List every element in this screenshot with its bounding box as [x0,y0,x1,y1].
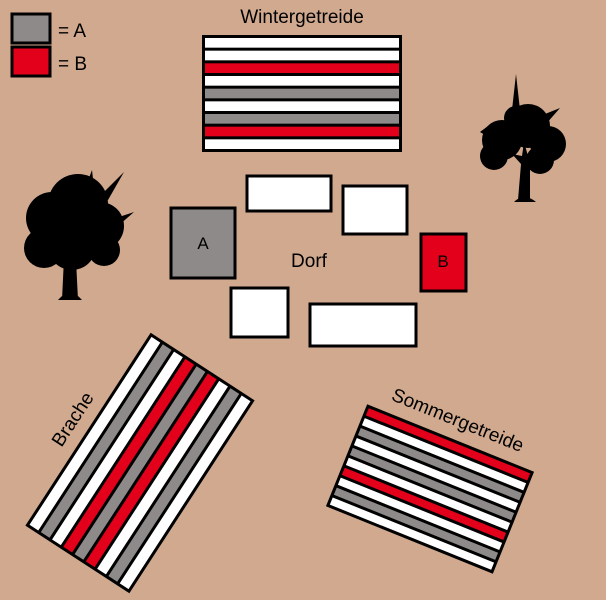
field-summer-strip-6 [345,457,511,531]
field-fallow-strip-3 [52,351,183,546]
house-top-left [245,174,333,213]
field-fallow-strip-5 [74,366,206,560]
field-winter-strip-3 [205,63,399,73]
field-fallow-strip-9 [119,395,251,590]
field-winter-strip-2 [205,50,399,61]
field-fallow-strip-1 [29,336,161,531]
field-fallow-strip-4 [63,358,195,553]
field-winter-strip-5 [205,88,399,99]
field-label-winter: Wintergetreide [240,7,364,28]
legend-swatch-b [10,45,52,78]
field-winter-strip-7 [205,114,399,124]
field-summer-strip-4 [353,437,519,511]
house-b [419,232,468,293]
field-winter-strip-6 [205,101,399,111]
tree-right-icon [480,74,566,202]
field-winter [202,35,402,152]
village: A B Dorf [169,174,468,348]
legend-label-a: = A [58,21,86,42]
legend-swatch-a [10,12,52,45]
field-summer-strip-3 [357,428,523,501]
field-summer-strip-5 [349,447,515,521]
house-bottom-left [229,286,290,339]
field-fallow-strip-7 [97,380,228,575]
field-fallow-strip-6 [85,373,217,568]
field-summer-strip-9 [333,487,499,560]
field-summer [325,404,535,574]
legend-label-b: = B [58,54,87,75]
field-summer-strip-10 [329,497,495,570]
field-winter-strip-9 [205,139,399,149]
legend: = A = B [10,12,87,78]
house-bottom-right [308,302,418,348]
field-winter-strip-1 [205,38,399,48]
house-a [169,206,237,280]
tree-left-icon [24,170,134,300]
field-winter-strip-8 [205,126,399,137]
field-summer-strip-1 [365,408,531,481]
field-fallow-strip-8 [108,388,240,582]
field-winter-strip-4 [205,76,399,86]
field-fallow [25,332,255,594]
village-label: Dorf [291,251,328,272]
field-fallow-strip-2 [40,344,172,538]
field-summer-strip-7 [341,467,507,541]
field-summer-strip-2 [361,418,527,491]
field-summer-strip-8 [337,477,503,550]
house-top-right [341,184,409,236]
house-a-label: A [197,234,209,253]
house-b-label: B [437,252,448,271]
